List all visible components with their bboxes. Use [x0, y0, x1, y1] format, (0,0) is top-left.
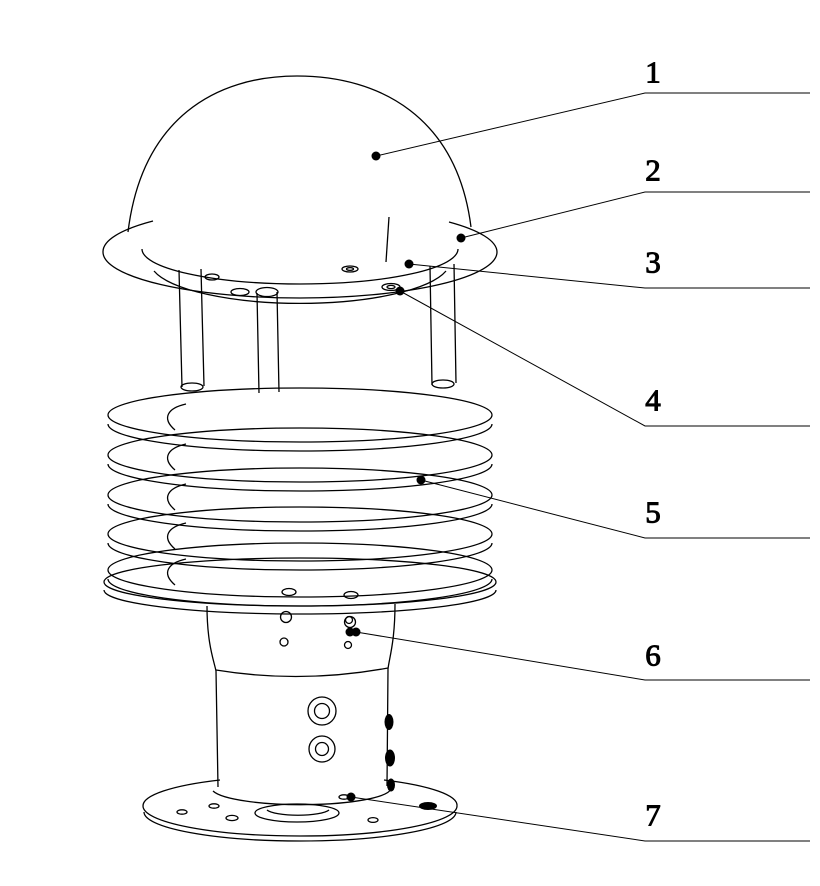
callout-5-label: 5: [645, 495, 661, 530]
plate-hole-inner: [386, 284, 396, 290]
louver-4: [107, 506, 493, 571]
callout-1-label: 1: [645, 55, 661, 90]
body-hole: [343, 590, 359, 600]
cable-gland-outer: [308, 735, 336, 763]
plate-hole-inner: [345, 266, 355, 272]
louver-notch: [166, 403, 187, 431]
louver-plate: [107, 467, 493, 523]
flange-hole: [225, 814, 239, 822]
post-foot-left: [180, 382, 204, 392]
callouts: 1 2 3 4 5 6 7: [346, 54, 810, 842]
ring-shoulder-left: [102, 220, 154, 253]
plate-hole: [341, 265, 359, 273]
post-middle: [256, 291, 280, 394]
post-middle-top-cap: [255, 286, 279, 298]
callout-1: 1: [371, 54, 810, 161]
cable-gland-inner: [313, 702, 331, 720]
flange-top-left-edge: [142, 779, 221, 807]
body-hole: [281, 587, 297, 597]
callout-5-dot: [416, 475, 426, 485]
callout-5: 5: [416, 475, 810, 539]
cable-gland-inner: [314, 741, 330, 757]
louver-1: [107, 387, 493, 452]
cable-gland-outer: [307, 696, 337, 726]
collar-seam-line: [385, 216, 390, 263]
callout-6-dot: [351, 627, 361, 637]
louver-plate: [107, 427, 493, 483]
callout-3-dot: [404, 259, 414, 269]
flange-front-edge: [142, 805, 458, 837]
louver-notch: [166, 522, 187, 550]
flange-hole: [367, 816, 379, 824]
callout-4: 4: [395, 286, 810, 427]
louver-3: [107, 467, 493, 532]
louver-rim: [107, 542, 493, 571]
ring-inner-rim: [141, 248, 459, 285]
louver-notch: [166, 558, 187, 586]
post-right: [429, 263, 457, 386]
louver-rim: [107, 503, 493, 532]
callout-2-label: 2: [645, 153, 661, 188]
callout-7-label: 7: [645, 798, 661, 833]
callout-1-dot: [371, 151, 381, 161]
dome-outline: [127, 75, 472, 233]
flange-hole: [176, 809, 188, 815]
body-left-silhouette: [206, 605, 219, 788]
shield-bottom-rim: [103, 589, 497, 615]
louver-5: [107, 542, 493, 607]
callout-6-label: 6: [645, 638, 661, 673]
louver-plate: [107, 542, 493, 598]
callout-3-leader: [408, 263, 810, 289]
louver-2: [107, 427, 493, 492]
callout-5-leader: [420, 479, 810, 539]
ring-shoulder-right: [448, 221, 498, 253]
callout-4-label: 4: [645, 383, 661, 418]
callout-2-leader: [460, 191, 810, 239]
callout-3-label: 3: [645, 245, 661, 280]
shield-bottom-plate: [103, 557, 497, 607]
screw-bottom: [343, 640, 353, 650]
body-right-silhouette: [386, 603, 396, 787]
flange-top-right-edge: [383, 779, 458, 807]
flange-center-slot: [254, 803, 340, 823]
callout-2-dot: [456, 233, 466, 243]
callout-6: 6: [351, 627, 810, 681]
ring-front-rim: [102, 251, 498, 299]
callout-4-leader: [399, 290, 810, 427]
plate-hole: [230, 287, 250, 297]
louver-plate: [107, 506, 493, 562]
device-linework: [102, 75, 498, 842]
side-hole: [384, 714, 394, 730]
louver-notch: [166, 443, 187, 471]
flange-fillet-arc: [212, 788, 392, 806]
screw-top: [344, 615, 354, 625]
louver-notch: [166, 483, 187, 511]
callout-6-leader: [355, 631, 810, 681]
body-hole: [279, 610, 293, 624]
callout-7-dot: [346, 792, 356, 802]
louver-rim: [107, 578, 493, 607]
side-hole: [385, 749, 395, 767]
callout-7-leader: [350, 796, 810, 842]
louver-rim: [107, 423, 493, 452]
louver-rim: [107, 463, 493, 492]
callout-1-leader: [375, 92, 810, 157]
plate-hole: [204, 273, 220, 281]
louver-plate: [107, 387, 493, 443]
body-seam-arc: [215, 667, 389, 678]
callout-4-dot: [395, 286, 405, 296]
callout-3: 3: [404, 244, 810, 289]
flange-hole: [208, 803, 220, 809]
post-foot-right: [431, 379, 455, 389]
post-left: [178, 268, 205, 388]
callout-7: 7: [346, 792, 810, 842]
flange-center-slot-inner: [266, 809, 330, 816]
body-hole: [279, 637, 289, 647]
callout-2: 2: [456, 152, 810, 243]
flange-thickness-rim: [143, 811, 457, 842]
